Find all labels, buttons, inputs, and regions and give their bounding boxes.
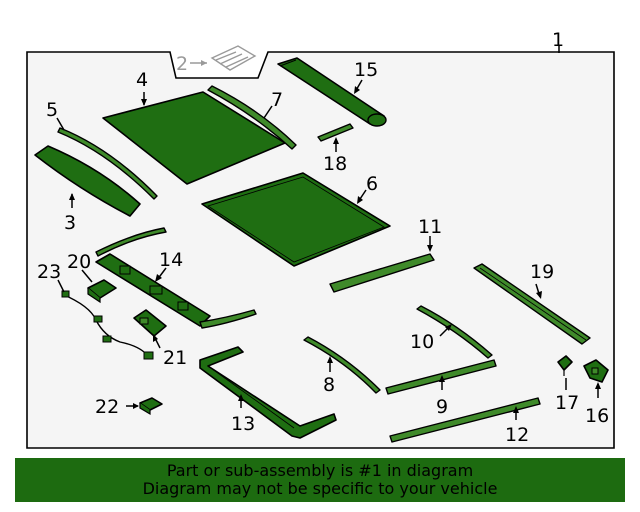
callout-10[interactable]: 10 (410, 331, 434, 353)
footer-line-2: Diagram may not be specific to your vehi… (142, 479, 498, 498)
footer-line-1: Part or sub-assembly is #1 in diagram (166, 461, 474, 480)
callout-17[interactable]: 17 (555, 392, 579, 414)
part-5-seal[interactable] (57, 127, 158, 200)
callout-2[interactable]: 2 (176, 53, 188, 75)
part-3-rear-glass[interactable] (34, 145, 141, 217)
callout-13[interactable]: 13 (231, 413, 255, 435)
footer-banner: Part or sub-assembly is #1 in diagram Di… (15, 458, 625, 502)
callout-14[interactable]: 14 (159, 249, 183, 271)
part-13-front-frame[interactable] (199, 346, 337, 439)
callout-4[interactable]: 4 (136, 69, 148, 91)
callout-9[interactable]: 9 (436, 396, 448, 418)
part-21-motor[interactable] (133, 309, 167, 337)
callout-20[interactable]: 20 (67, 251, 91, 273)
callout-23[interactable]: 23 (37, 261, 61, 283)
part-8-seal[interactable] (303, 336, 381, 394)
callout-1[interactable]: 1 (552, 29, 564, 51)
callout-19[interactable]: 19 (530, 261, 554, 283)
part-6-glass-panel[interactable] (201, 172, 391, 267)
part-14-drive-frame[interactable] (95, 227, 257, 329)
part-20-motor[interactable] (87, 279, 117, 304)
part-16-bracket[interactable] (583, 359, 609, 383)
part-22-clip[interactable] (139, 397, 163, 416)
part-2-bracket[interactable] (210, 45, 257, 71)
callout-12[interactable]: 12 (505, 424, 529, 446)
callout-21[interactable]: 21 (163, 347, 187, 369)
callout-8[interactable]: 8 (323, 374, 335, 396)
part-15-sunshade[interactable] (277, 57, 387, 127)
callout-15[interactable]: 15 (354, 59, 378, 81)
callout-7[interactable]: 7 (271, 89, 283, 111)
part-7-strip[interactable] (207, 85, 297, 150)
callout-6[interactable]: 6 (366, 173, 378, 195)
callout-3[interactable]: 3 (64, 212, 76, 234)
part-23-harness[interactable] (61, 290, 154, 360)
part-18-bracket[interactable] (317, 123, 354, 142)
part-12-strip[interactable] (389, 397, 541, 443)
callout-11[interactable]: 11 (418, 216, 442, 238)
part-11-rail[interactable] (329, 253, 435, 293)
part-10-seal[interactable] (416, 305, 493, 359)
callout-16[interactable]: 16 (585, 405, 609, 427)
callout-18[interactable]: 18 (323, 153, 347, 175)
callout-22[interactable]: 22 (95, 396, 119, 418)
callout-5[interactable]: 5 (46, 99, 58, 121)
part-9-strip[interactable] (385, 359, 497, 395)
parts-diagram: 1 2 3 5 4 7 15 18 6 11 (26, 29, 615, 449)
part-17-clip[interactable] (557, 355, 573, 376)
